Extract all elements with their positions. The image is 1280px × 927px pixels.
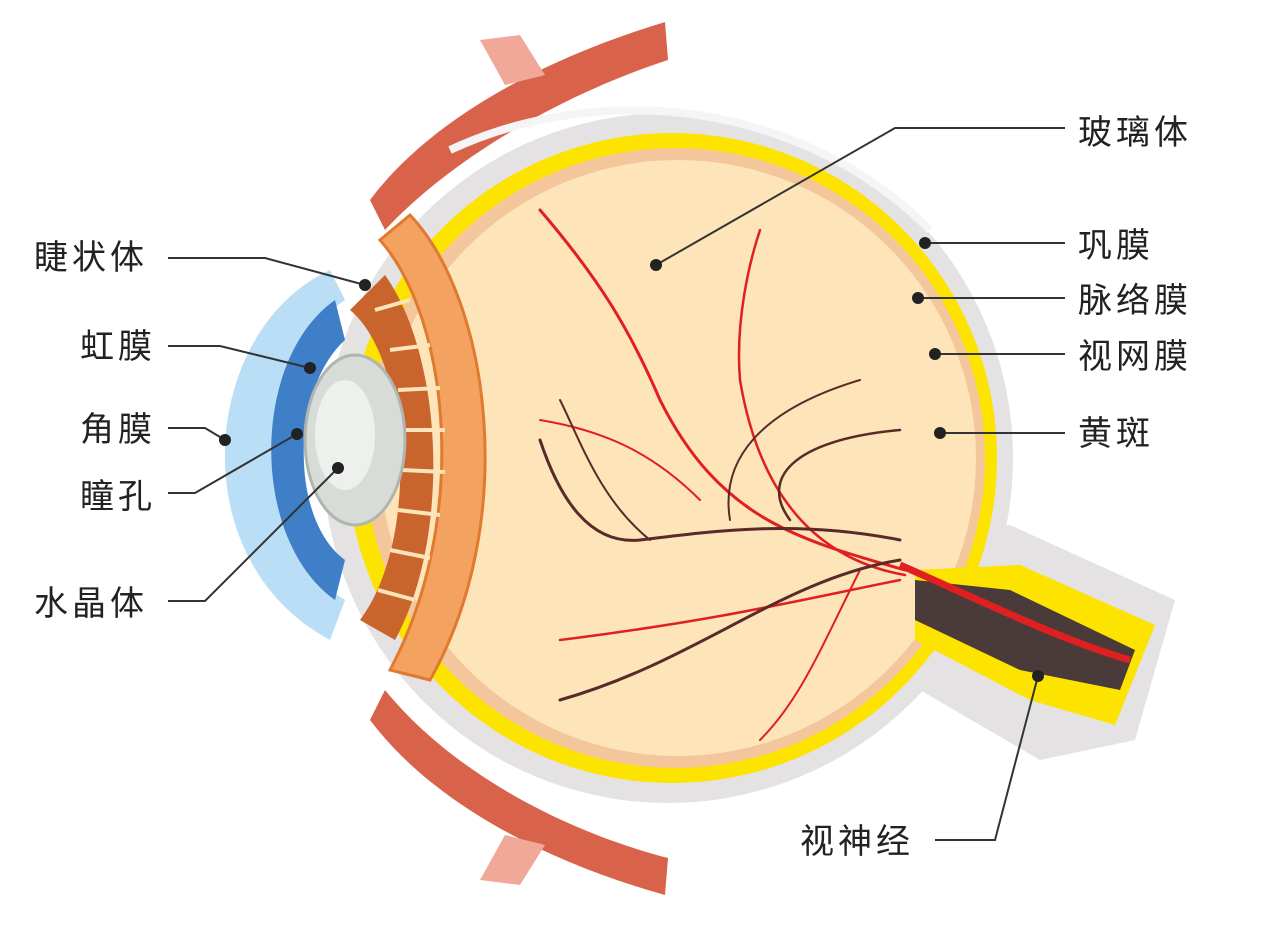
label-retina: 视网膜 (1078, 337, 1192, 377)
label-sclera: 巩膜 (1078, 226, 1154, 266)
lower-tendon (480, 835, 545, 885)
label-lens: 水晶体 (34, 584, 148, 624)
cornea (224, 270, 345, 640)
label-optic-nerve: 视神经 (800, 822, 914, 862)
leader-dots (219, 237, 1044, 682)
optic-nerve-core (915, 580, 1135, 690)
leader-lines (168, 127, 1065, 841)
zonular-fibers (350, 275, 434, 640)
ciliary-body (377, 212, 487, 682)
label-cornea: 角膜 (80, 410, 156, 450)
lower-muscle (370, 690, 668, 895)
label-vitreous: 玻璃体 (1078, 113, 1192, 153)
vitreous-body (380, 160, 976, 756)
label-ciliary-body: 睫状体 (34, 238, 148, 278)
blood-vessels (538, 208, 907, 741)
label-choroid: 脉络膜 (1078, 281, 1192, 321)
label-iris: 虹膜 (80, 327, 156, 367)
label-macula: 黄斑 (1078, 414, 1154, 454)
upper-tendon (480, 35, 545, 85)
iris (271, 300, 345, 600)
label-pupil: 瞳孔 (80, 477, 156, 517)
